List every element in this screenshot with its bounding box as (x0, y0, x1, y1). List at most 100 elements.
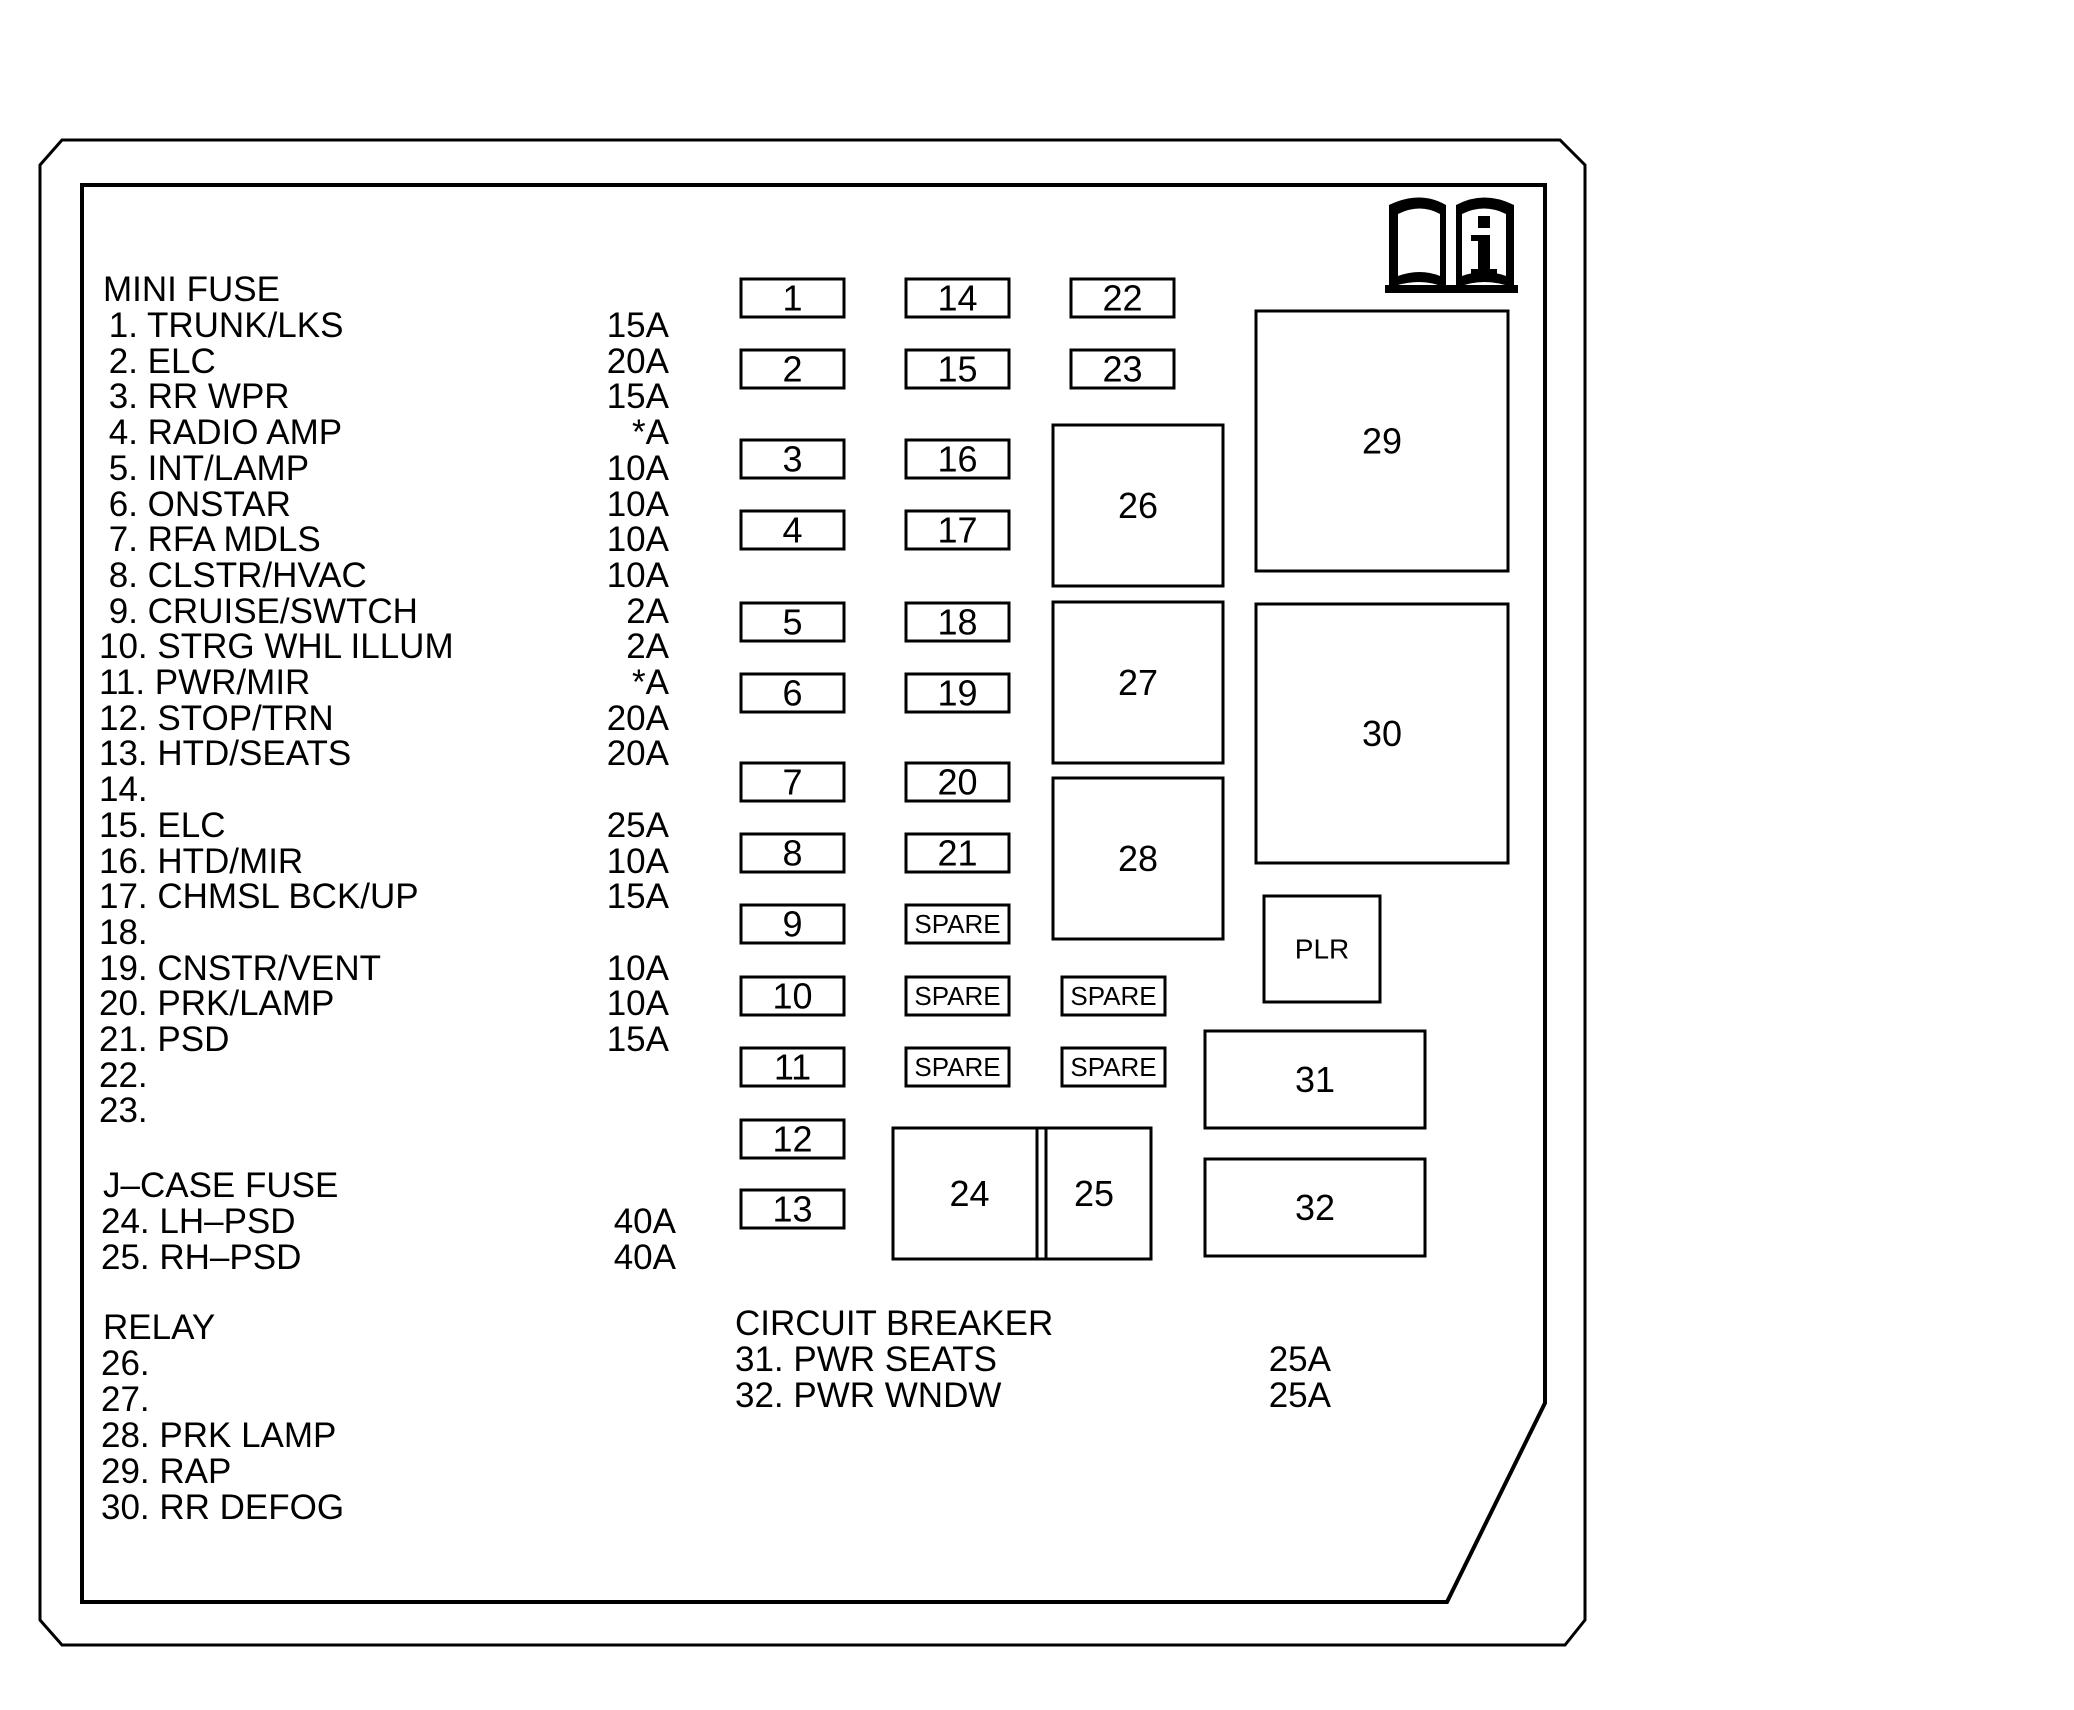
box-label: 18 (937, 602, 977, 643)
box-f21: 21 (904, 832, 1011, 874)
box-j24: 24 (891, 1126, 1048, 1261)
box-label: 2 (782, 349, 802, 390)
box-outline (904, 1046, 1011, 1088)
box-label: 26 (1118, 485, 1158, 526)
panel-outer-outline (38, 138, 1587, 1647)
box-f8: 8 (739, 832, 846, 874)
box-label: SPARE (914, 981, 1000, 1011)
box-label: 11 (774, 1047, 811, 1088)
box-f5: 5 (739, 601, 846, 643)
box-outline (904, 975, 1011, 1017)
box-label: 16 (937, 439, 977, 480)
box-outline (904, 672, 1011, 714)
box-f22: 22 (1069, 277, 1176, 319)
box-outline (1051, 423, 1225, 588)
box-outline (739, 438, 846, 480)
box-label: PLR (1295, 934, 1349, 965)
box-spare4: SPARE (1060, 975, 1167, 1017)
box-plr: PLR (1262, 894, 1382, 1004)
box-label: 5 (782, 602, 802, 643)
box-outline (1254, 602, 1510, 865)
box-label: SPARE (1070, 1052, 1156, 1082)
box-label: 3 (782, 439, 802, 480)
box-f17: 17 (904, 509, 1011, 551)
box-label: 14 (937, 278, 977, 319)
box-f1: 1 (739, 277, 846, 319)
box-outline (904, 277, 1011, 319)
box-outline (904, 438, 1011, 480)
box-cb32: 32 (1203, 1157, 1427, 1258)
box-f3: 3 (739, 438, 846, 480)
box-f6: 6 (739, 672, 846, 714)
box-r27: 27 (1051, 600, 1225, 765)
box-spare5: SPARE (1060, 1046, 1167, 1088)
box-outline (1203, 1029, 1427, 1130)
box-outline (739, 348, 846, 390)
box-label: 4 (782, 510, 802, 551)
box-outline (1069, 277, 1176, 319)
box-f13: 13 (739, 1188, 846, 1230)
box-outline (739, 277, 846, 319)
panel-inner-outline (80, 183, 1547, 1604)
box-outline (904, 601, 1011, 643)
box-label: SPARE (1070, 981, 1156, 1011)
box-f14: 14 (904, 277, 1011, 319)
box-label: 7 (782, 762, 802, 803)
box-outline (739, 601, 846, 643)
box-outline (904, 903, 1011, 945)
box-r29: 29 (1254, 309, 1510, 573)
box-f7: 7 (739, 761, 846, 803)
box-outline (1203, 1157, 1427, 1258)
box-label: 28 (1118, 838, 1158, 879)
box-f4: 4 (739, 509, 846, 551)
box-label: 6 (782, 673, 802, 714)
box-spare2: SPARE (904, 975, 1011, 1017)
box-j25: 25 (1035, 1126, 1153, 1261)
box-f9: 9 (739, 903, 846, 945)
box-label: 9 (782, 904, 802, 945)
box-f16: 16 (904, 438, 1011, 480)
box-f10: 10 (739, 975, 846, 1017)
box-label: 21 (937, 833, 977, 874)
box-label: 12 (772, 1119, 812, 1160)
box-label: 8 (782, 833, 802, 874)
box-label: 10 (772, 976, 812, 1017)
box-outline (739, 1046, 846, 1088)
box-label: 13 (772, 1189, 812, 1230)
box-outline (739, 509, 846, 551)
box-outline (1051, 776, 1225, 941)
box-label: 31 (1295, 1059, 1335, 1100)
box-outline (739, 832, 846, 874)
box-outline (739, 975, 846, 1017)
box-label: 22 (1102, 278, 1142, 319)
box-cb31: 31 (1203, 1029, 1427, 1130)
box-f12: 12 (739, 1118, 846, 1160)
info-book-icon (1385, 197, 1518, 293)
box-label: 27 (1118, 662, 1158, 703)
box-label: SPARE (914, 909, 1000, 939)
box-label: 19 (937, 673, 977, 714)
box-outline (904, 761, 1011, 803)
box-outline (1262, 894, 1382, 1004)
box-f23: 23 (1069, 348, 1176, 390)
box-spare1: SPARE (904, 903, 1011, 945)
box-label: 23 (1102, 349, 1142, 390)
box-label: SPARE (914, 1052, 1000, 1082)
box-spare3: SPARE (904, 1046, 1011, 1088)
box-outline (904, 509, 1011, 551)
box-outline (739, 1118, 846, 1160)
box-outline (1069, 348, 1176, 390)
box-label: 24 (949, 1173, 989, 1214)
box-outline (891, 1126, 1048, 1261)
box-outline (1254, 309, 1510, 573)
box-r28: 28 (1051, 776, 1225, 941)
box-outline (1060, 1046, 1167, 1088)
box-f11: 11 (739, 1046, 846, 1088)
box-f20: 20 (904, 761, 1011, 803)
box-f18: 18 (904, 601, 1011, 643)
box-outline (1060, 975, 1167, 1017)
box-f19: 19 (904, 672, 1011, 714)
box-label: 15 (937, 349, 977, 390)
box-outline (739, 903, 846, 945)
